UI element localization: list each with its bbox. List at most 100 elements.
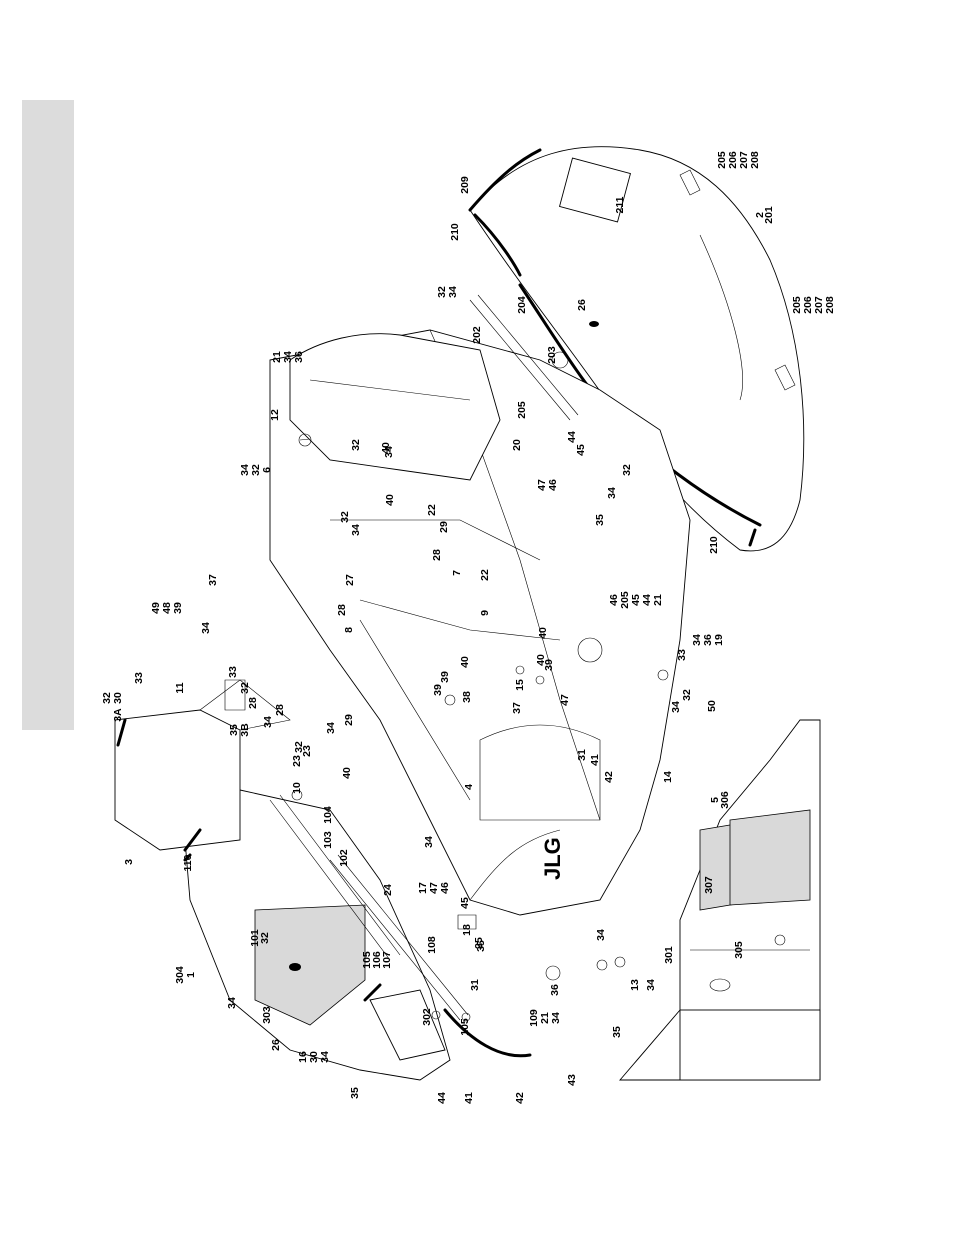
callout-label: 30	[112, 692, 124, 704]
callout-label: 202	[471, 326, 483, 344]
callout-label: 34	[239, 464, 251, 476]
callout-label: 42	[514, 1092, 526, 1104]
callout-label: 21	[652, 594, 664, 606]
callout-label: 14	[662, 771, 674, 783]
callout-label: 45	[459, 897, 471, 909]
callout-label: 43	[566, 1074, 578, 1086]
callout-label: 34	[645, 979, 657, 991]
callout-label: 31	[469, 979, 481, 991]
callout-label: 28	[247, 697, 259, 709]
callout-label: 206	[727, 151, 739, 169]
callout-label: 45	[575, 444, 587, 456]
callout-label: 5	[709, 797, 721, 803]
callout-label: 20	[511, 439, 523, 451]
callout-label: 207	[813, 296, 825, 314]
callout-label: 16	[297, 1051, 309, 1063]
rails	[269, 294, 579, 1021]
callout-label: 28	[274, 704, 286, 716]
callout-label: 17	[417, 882, 429, 894]
callout-label: 46	[608, 594, 620, 606]
callout-label: 39	[439, 671, 451, 683]
callout-label: 33	[227, 666, 239, 678]
callout-label: 208	[824, 296, 836, 314]
callout-label: 1	[185, 972, 197, 978]
callout-label: 34	[691, 634, 703, 646]
callout-label: 27	[344, 574, 356, 586]
callout-label: 24	[382, 884, 394, 896]
callout-label: 40	[459, 656, 471, 668]
callout-label: 39	[172, 602, 184, 614]
callout-label: 108	[426, 936, 438, 954]
callout-label: 32	[339, 511, 351, 523]
callout-label: 207	[738, 151, 750, 169]
callout-label: 47	[428, 882, 440, 894]
callout-label: 107	[381, 951, 393, 969]
callout-label: 209	[459, 176, 471, 194]
callout-label: 37	[511, 702, 523, 714]
brand-logo: JLG	[540, 837, 565, 880]
callout-label: 18	[461, 924, 473, 936]
callout-label: 32	[239, 682, 251, 694]
callout-label: 7	[451, 570, 463, 576]
side-panel-left	[179, 779, 532, 1081]
callout-label: 302	[421, 1008, 433, 1026]
callout-label: 40	[537, 627, 549, 639]
callout-label: 3B	[239, 723, 251, 737]
callout-label: 29	[343, 714, 355, 726]
callout-label: 6	[261, 467, 273, 473]
callout-label: 34	[262, 716, 274, 728]
callout-label: 34	[282, 351, 294, 363]
callout-label: 21	[271, 351, 283, 363]
callout-label: 307	[703, 876, 715, 894]
callout-label: 40	[341, 767, 353, 779]
callout-label: 211	[614, 196, 626, 213]
callout-label: 105	[459, 1018, 471, 1036]
callout-label: 3	[123, 859, 135, 865]
callout-label: 104	[322, 806, 334, 824]
hardware	[224, 665, 669, 1022]
callout-label: 35	[475, 940, 487, 952]
callout-label: 25	[473, 937, 485, 949]
callout-label: 41	[463, 1092, 475, 1104]
callout-label: 3A	[112, 708, 124, 722]
callout-label: 15	[514, 679, 526, 691]
callout-label: 44	[566, 431, 578, 443]
callout-label: 19	[713, 634, 725, 646]
callout-label: 47	[536, 479, 548, 491]
callout-label: 305	[733, 941, 745, 959]
bottom-frame	[619, 719, 821, 1081]
callout-label: 26	[576, 299, 588, 311]
callout-label: 28	[431, 549, 443, 561]
upper-left-box	[114, 679, 291, 852]
callout-label: 31	[576, 749, 588, 761]
callout-label: 34	[550, 1012, 562, 1024]
callout-label: 10	[291, 782, 303, 794]
callout-label: 103	[322, 831, 334, 849]
callout-label: 36	[702, 634, 714, 646]
callout-label: 28	[336, 604, 348, 616]
callout-label: 34	[200, 622, 212, 634]
callout-label: 37	[207, 574, 219, 586]
callout-label: 203	[546, 346, 558, 364]
main-chassis: JLG	[269, 329, 691, 916]
callout-label: 109	[528, 1009, 540, 1027]
callout-label: 32	[259, 932, 271, 944]
callout-label: 39	[432, 684, 444, 696]
callout-label: 13	[629, 979, 641, 991]
callout-label: 30	[308, 1051, 320, 1063]
callout-label: 101	[249, 929, 261, 947]
callout-label: 23	[301, 745, 313, 757]
callout-label: 36	[549, 984, 561, 996]
callout-label: 35	[611, 1026, 623, 1038]
callout-label: 106	[371, 951, 383, 969]
callout-label: 9	[479, 610, 491, 616]
callout-label: 102	[338, 849, 350, 867]
callout-label: 34	[350, 524, 362, 536]
callout-label: 204	[516, 296, 528, 314]
callout-label: 205	[619, 591, 631, 609]
callout-label: 34	[226, 997, 238, 1009]
callout-label: 11	[174, 682, 186, 693]
callout-label: 32	[250, 464, 262, 476]
callout-label: 34	[595, 929, 607, 941]
